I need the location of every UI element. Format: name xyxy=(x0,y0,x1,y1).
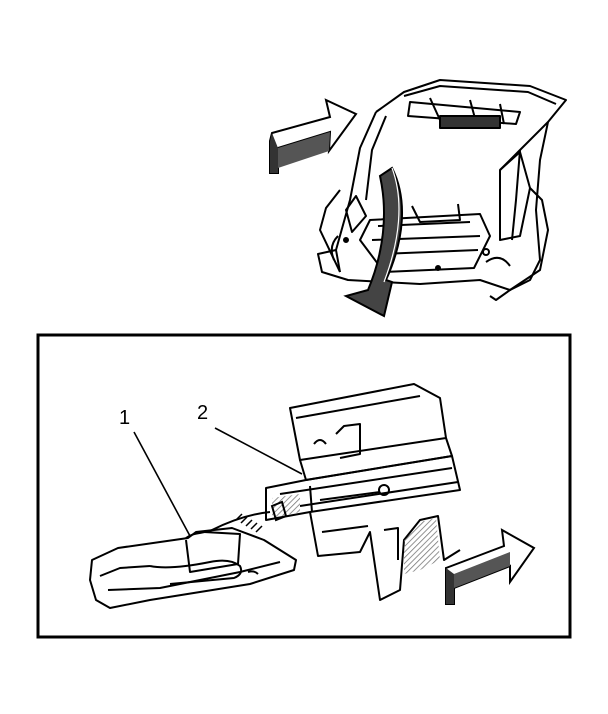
direction-arrow-icon xyxy=(445,528,536,605)
seat-rail-assembly xyxy=(265,383,461,601)
callout-label: 1 xyxy=(119,407,131,429)
direction-arrow-icon xyxy=(269,98,358,174)
leader-line-2 xyxy=(214,427,303,475)
curved-arrow-icon xyxy=(343,166,403,318)
callout-label: 2 xyxy=(197,402,209,424)
detail-frame xyxy=(36,333,572,639)
vehicle-rear-view xyxy=(317,79,567,301)
leader-line-1 xyxy=(133,431,191,537)
release-handle xyxy=(89,527,297,609)
